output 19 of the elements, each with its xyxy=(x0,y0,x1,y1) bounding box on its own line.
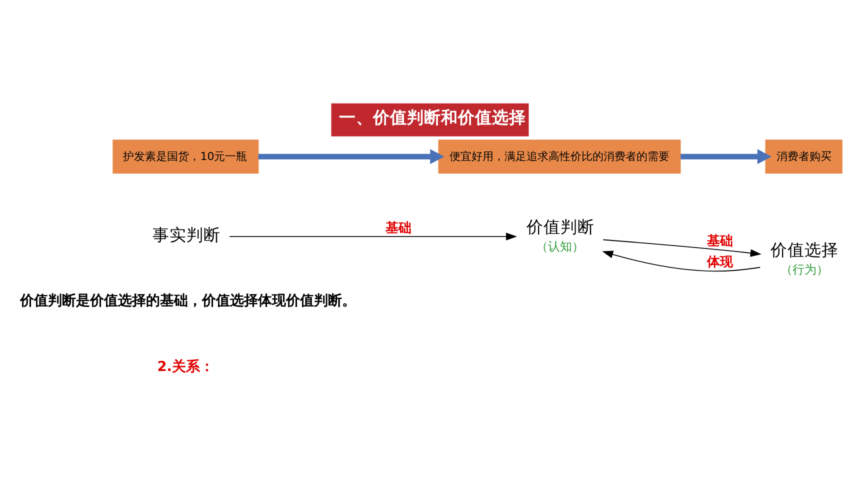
label: 2.关系： xyxy=(157,358,214,375)
label: 价值判断是价值选择的基础，价值选择体现价值判断。 xyxy=(20,292,356,308)
node-text: 价值选择 xyxy=(770,240,839,259)
node-box: 护发素是国货，10元一瓶 xyxy=(112,139,259,174)
arrow xyxy=(258,148,444,164)
arrow xyxy=(602,238,762,256)
node-text: 事实判断 xyxy=(152,225,221,244)
node-box: 消费者购买 xyxy=(765,139,842,174)
node-text: 价值判断 xyxy=(526,216,594,236)
arrow xyxy=(229,232,518,240)
arrow xyxy=(602,250,761,272)
node-box: 便宜好用，满足追求高性价比的消费者的需要 xyxy=(438,139,681,174)
diagram-title: 一、价值判断和价值选择 xyxy=(339,108,526,127)
edge-label: 基础 xyxy=(385,220,412,236)
node-label: （行为） xyxy=(780,262,828,276)
edge-label: 体现 xyxy=(706,254,733,270)
edge-label: 基础 xyxy=(706,233,733,248)
node-label: （认知） xyxy=(536,239,584,254)
arrow xyxy=(680,148,772,164)
